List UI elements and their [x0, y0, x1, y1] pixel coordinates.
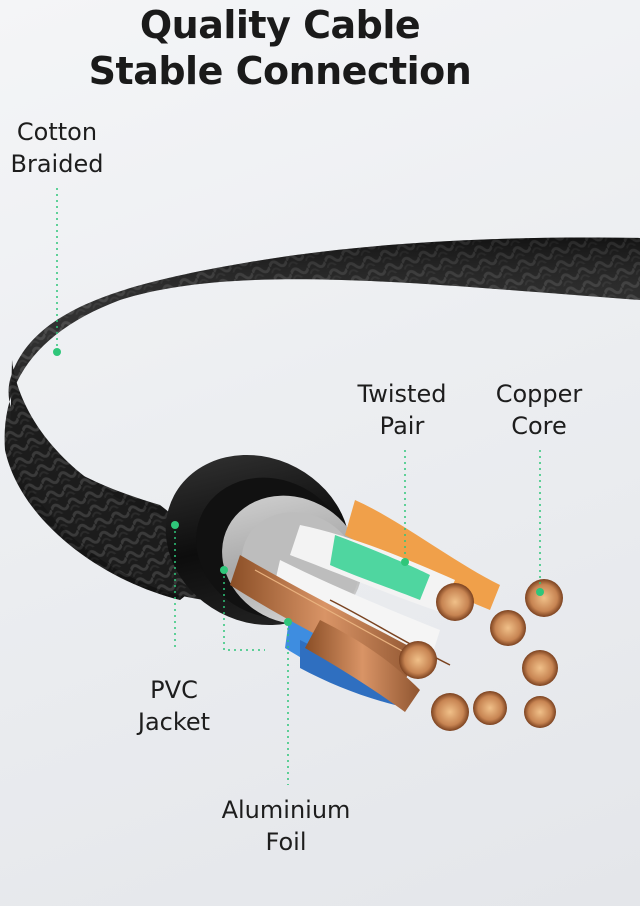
leader-dots	[53, 348, 544, 626]
copper-strands	[230, 555, 451, 712]
label-twisted-pair: Twisted Pair	[357, 380, 447, 440]
label-copper-core: Copper Core	[495, 380, 583, 440]
leader-lines	[56, 188, 541, 785]
headline-line-2: Stable Connection	[88, 49, 472, 93]
copper-core-ends	[399, 579, 563, 731]
label-aluminium-foil: Aluminium Foil	[221, 796, 351, 856]
headline-line-1: Quality Cable	[139, 3, 421, 47]
headline: Quality Cable Stable Connection	[0, 0, 560, 94]
label-cotton-braided: Cotton Braided	[10, 118, 104, 178]
label-pvc-jacket: PVC Jacket	[137, 676, 211, 736]
braided-cable	[4, 237, 640, 600]
